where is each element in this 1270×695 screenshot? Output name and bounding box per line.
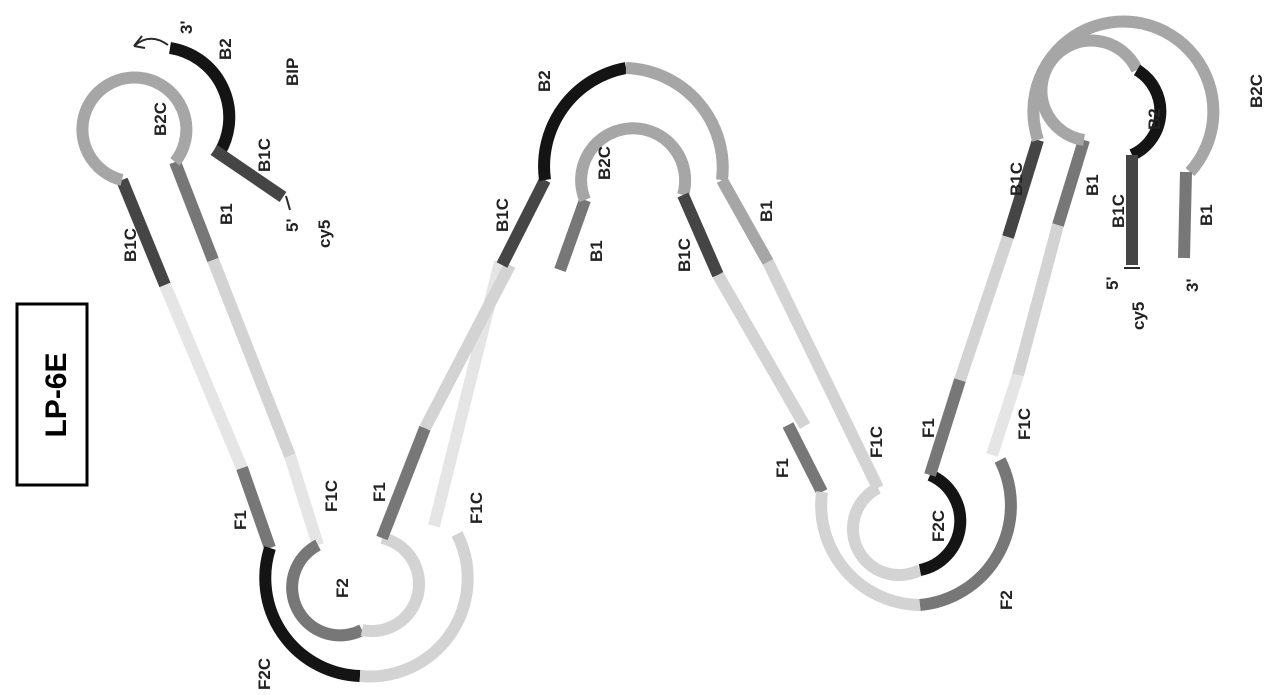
strand-f1-segment-4 xyxy=(924,378,966,477)
strand-b1-segment-1 xyxy=(169,159,219,263)
label-f1c-left: F1C xyxy=(322,480,341,512)
strand-segment-3a xyxy=(712,272,811,429)
strand-b1c-segment-1 xyxy=(116,177,171,288)
label-b1c-mid: B1C xyxy=(493,198,512,232)
strand-f2-outer-segment-2 xyxy=(815,491,921,611)
loop-b2-middle xyxy=(538,62,628,181)
label-3prime-top: 3' xyxy=(177,21,196,35)
label-b2-top: B2 xyxy=(216,38,235,60)
strand-b1-segment-2 xyxy=(554,197,591,273)
primer-b1c-bip xyxy=(210,145,287,202)
label-b1-mid: B1 xyxy=(587,240,606,262)
label-f2c-right: F2C xyxy=(929,510,948,542)
label-b2-mid: B2 xyxy=(535,70,554,92)
title-text: LP-6E xyxy=(40,352,73,437)
label-b1-mid-right: B1 xyxy=(757,200,776,222)
label-b1c-mid-right: B1C xyxy=(675,238,694,272)
loop-b2c-outer-middle xyxy=(625,62,729,181)
label-bip: BIP xyxy=(283,58,302,86)
strand-f1-segment-3 xyxy=(782,422,828,495)
loop-b2-right xyxy=(1129,64,1167,161)
strand-b1-right-end xyxy=(1178,171,1192,259)
label-f1-left: F1 xyxy=(231,510,250,530)
loop-b2c-inner-right xyxy=(1035,34,1143,146)
label-f1c-right: F1C xyxy=(867,426,886,458)
strand-f2c-segment-1 xyxy=(259,546,361,682)
label-cy5-bip: cy5 xyxy=(315,220,334,248)
strand-b1-segment-4 xyxy=(1052,138,1090,227)
bip-arrowhead xyxy=(133,35,146,49)
label-cy5-right: cy5 xyxy=(1129,302,1148,330)
label-f1-right-2: F1 xyxy=(919,418,938,438)
label-b1c-left: B1C xyxy=(121,228,140,262)
strand-f2-inner-segment-2 xyxy=(360,532,426,638)
label-b1c-right: B1C xyxy=(1007,162,1026,196)
label-f2-right: F2 xyxy=(997,590,1016,610)
label-b2c-upper-left: B2C xyxy=(151,102,170,136)
loop-b2c-upper-left xyxy=(76,71,193,186)
strand-b1-segment-3 xyxy=(716,177,774,265)
strand-b1c-segment-4 xyxy=(1002,138,1044,239)
label-f2c-left: F2C xyxy=(255,658,274,690)
strand-f2-outer-segment-1 xyxy=(359,531,474,683)
label-b1c-bip: B1C xyxy=(255,138,274,172)
label-f1-right: F1 xyxy=(773,458,792,478)
loop-b2c-middle xyxy=(575,122,692,203)
strand-f1-segment-1 xyxy=(236,466,276,550)
label-b2-right: B2 xyxy=(1145,108,1164,130)
strand-f2-inner-segment-1 xyxy=(286,539,365,642)
label-f1c-mid: F1C xyxy=(467,492,486,524)
strand-segment-2a xyxy=(419,262,516,431)
label-b1-right: B1 xyxy=(1083,174,1102,196)
label-b1-right-2: B1 xyxy=(1197,204,1216,226)
label-b2c-mid: B2C xyxy=(595,146,614,180)
strand-f2-outer-segment-3 xyxy=(919,457,1017,611)
label-5prime-bip: 5' xyxy=(283,219,302,233)
label-b1c-right-2: B1C xyxy=(1109,194,1128,228)
title-frame xyxy=(15,302,89,487)
label-b1-left: B1 xyxy=(217,203,236,225)
strand-segment-1a xyxy=(159,282,248,471)
label-5prime-right: 5' xyxy=(1103,277,1122,291)
strand-f2c-segment-2 xyxy=(918,469,967,576)
strand-segment-4b xyxy=(1012,223,1064,377)
strand-segment-1b xyxy=(207,257,296,459)
strand-f1-segment-2 xyxy=(376,425,431,541)
cy5-tick-1 xyxy=(285,195,291,211)
strand-segment-4a xyxy=(954,235,1014,382)
label-f1c-far-right: F1C xyxy=(1015,408,1034,440)
strand-segment-3b xyxy=(762,259,884,491)
strand-f1c-segment-1 xyxy=(284,454,324,547)
label-f2-inner-left: F2 xyxy=(333,578,352,598)
strand-f1c-segment-3 xyxy=(986,373,1024,457)
label-3prime-right: 3' xyxy=(1183,279,1202,293)
primer-b2-bip xyxy=(168,42,236,155)
strand-b1c-segment-2 xyxy=(496,177,551,268)
label-b2c-right: B2C xyxy=(1247,74,1266,108)
strand-f2-inner-segment-3 xyxy=(846,482,923,582)
strand-b1c-segment-3 xyxy=(677,192,724,278)
label-f1-mid: F1 xyxy=(370,482,389,502)
